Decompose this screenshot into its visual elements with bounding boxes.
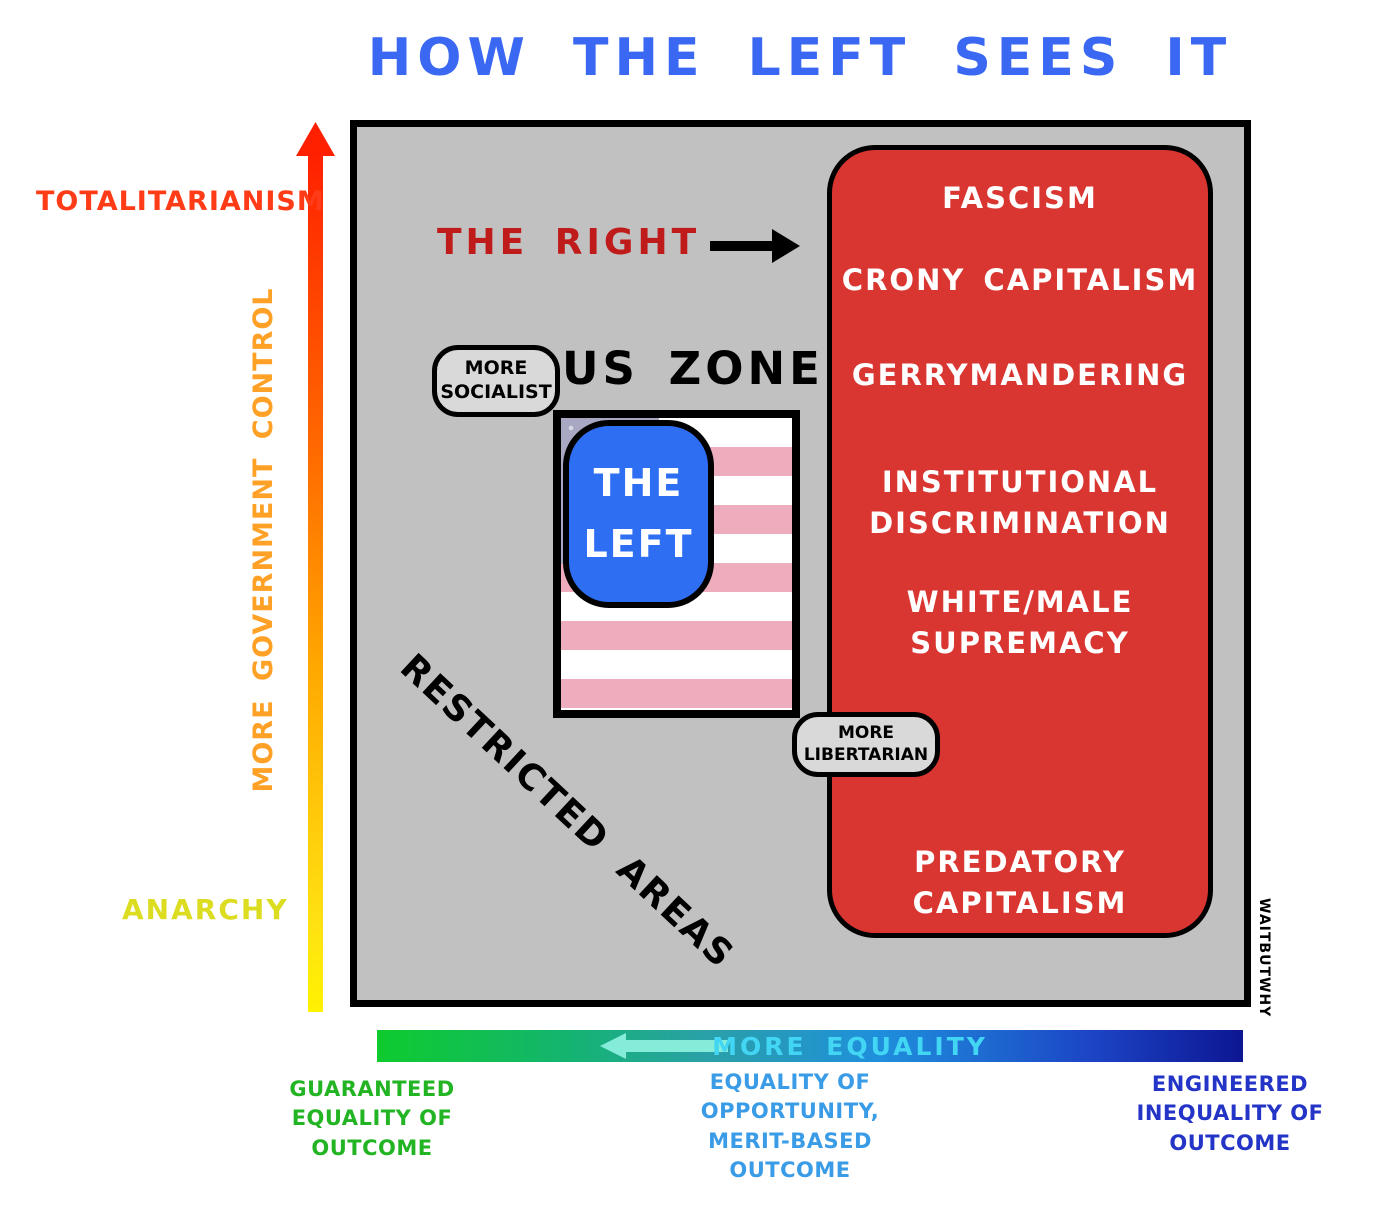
red-zone-item-predatory-capitalism: PREDATORY CAPITALISM [912,845,1128,920]
y-axis-arrow-shaft [308,152,323,1012]
red-zone-item-white-male-supremacy: WHITE/MALE SUPREMACY [906,585,1134,660]
red-zone-item-institutional-discrimination: INSTITUTIONAL DISCRIMINATION [869,465,1171,540]
right-arrow-icon [772,229,800,263]
us-zone-label: US ZONE [562,342,824,395]
left-arrow-icon [600,1033,626,1059]
red-zone-item-fascism: FASCISM [942,181,1098,215]
chart-area: THE RIGHT MORE SOCIALIST US ZONE THE LEF… [350,120,1251,1007]
y-axis-label: MORE GOVERNMENT CONTROL [248,287,279,793]
x-axis-left-label: GUARANTEED EQUALITY OF OUTCOME [289,1077,455,1160]
the-right-label: THE RIGHT [437,222,701,263]
y-axis-bottom-label: ANARCHY [122,893,289,926]
x-axis-bar-label: MORE EQUALITY [712,1032,988,1061]
more-socialist-badge: MORE SOCIALIST [432,345,560,417]
y-axis-arrow-up-icon [296,122,335,156]
red-zone-item-gerrymandering: GERRYMANDERING [851,358,1189,392]
y-axis-top-label: TOTALITARIANISM [36,186,325,217]
waitbutwhy-watermark: WAITBUTWHY [1256,898,1272,1018]
red-zone-item-crony-capitalism: CRONY CAPITALISM [841,263,1199,297]
x-axis-center-label: EQUALITY OF OPPORTUNITY, MERIT-BASED OUT… [700,1070,880,1183]
more-libertarian-badge: MORE LIBERTARIAN [792,712,940,777]
page-title: HOW THE LEFT SEES IT [367,28,1233,88]
left-arrow-shaft [624,1040,728,1052]
x-axis-right-label: ENGINEERED INEQUALITY OF OUTCOME [1136,1072,1324,1155]
the-left-box: THE LEFT [563,420,714,608]
x-axis-gradient-bar: MORE EQUALITY [377,1030,1243,1062]
red-restricted-zone: FASCISM CRONY CAPITALISM GERRYMANDERING … [827,145,1213,938]
right-arrow-shaft [710,241,774,251]
